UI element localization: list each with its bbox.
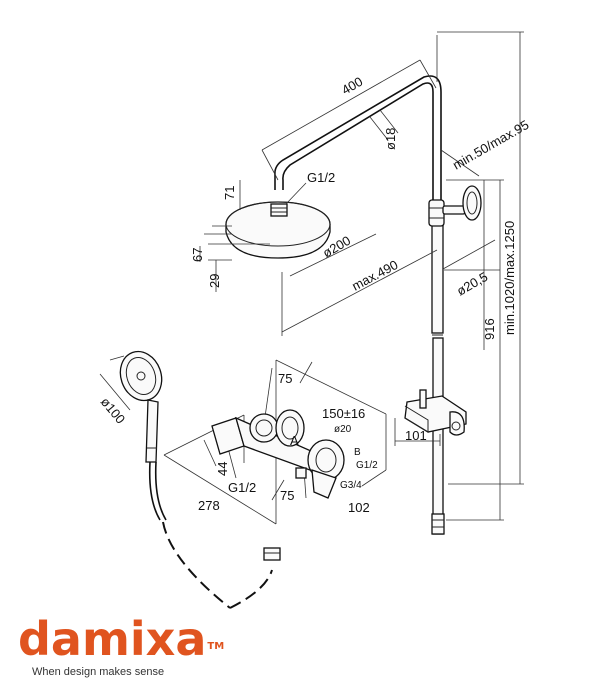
dim-d100: ø100 [98, 394, 129, 426]
label-b: B [354, 447, 361, 458]
dim-400: 400 [339, 74, 365, 98]
dim-g12-left: G1/2 [228, 480, 256, 495]
dim-75-top: 75 [278, 371, 292, 386]
arm-dimensions [261, 59, 438, 336]
logo-wordmark: damixa [18, 612, 207, 666]
dim-44: 44 [215, 462, 230, 476]
dim-d18: ø18 [383, 128, 398, 150]
dim-g12-right: G1/2 [356, 460, 378, 471]
dim-75-bottom: 75 [280, 488, 294, 503]
brand-tagline: When design makes sense [32, 666, 165, 678]
dim-67: 67 [190, 248, 205, 262]
dim-1250: min.1020/max.1250 [502, 221, 517, 335]
shower-head [199, 180, 377, 292]
dim-102: 102 [348, 500, 370, 515]
dim-150: 150±16 [322, 406, 365, 421]
dim-wall-range: min.50/max.95 [450, 117, 531, 173]
trademark-mark: TM [207, 641, 225, 652]
dim-g12-top: G1/2 [307, 170, 335, 185]
damixa-logo: damixaTM [18, 616, 224, 662]
dim-d20-5: ø20,5 [454, 269, 490, 299]
dim-916: 916 [482, 318, 497, 340]
dim-g34: G3/4 [340, 480, 362, 491]
rail-dimensions [394, 31, 524, 521]
dim-71: 71 [222, 186, 237, 200]
dim-101: 101 [405, 428, 427, 443]
technical-drawing: 400 ø18 G1/2 71 67 29 ø200 max.490 min.5… [98, 31, 531, 609]
thermostatic-mixer [163, 359, 387, 525]
dim-278: 278 [198, 498, 220, 513]
dim-max490: max.490 [349, 257, 400, 294]
shower-rail [274, 75, 482, 535]
dim-d20: ø20 [334, 424, 352, 435]
brand-block: damixaTM When design makes sense [18, 616, 224, 678]
dim-29: 29 [207, 274, 222, 288]
hand-shower [99, 350, 281, 609]
label-a: A [290, 433, 299, 448]
